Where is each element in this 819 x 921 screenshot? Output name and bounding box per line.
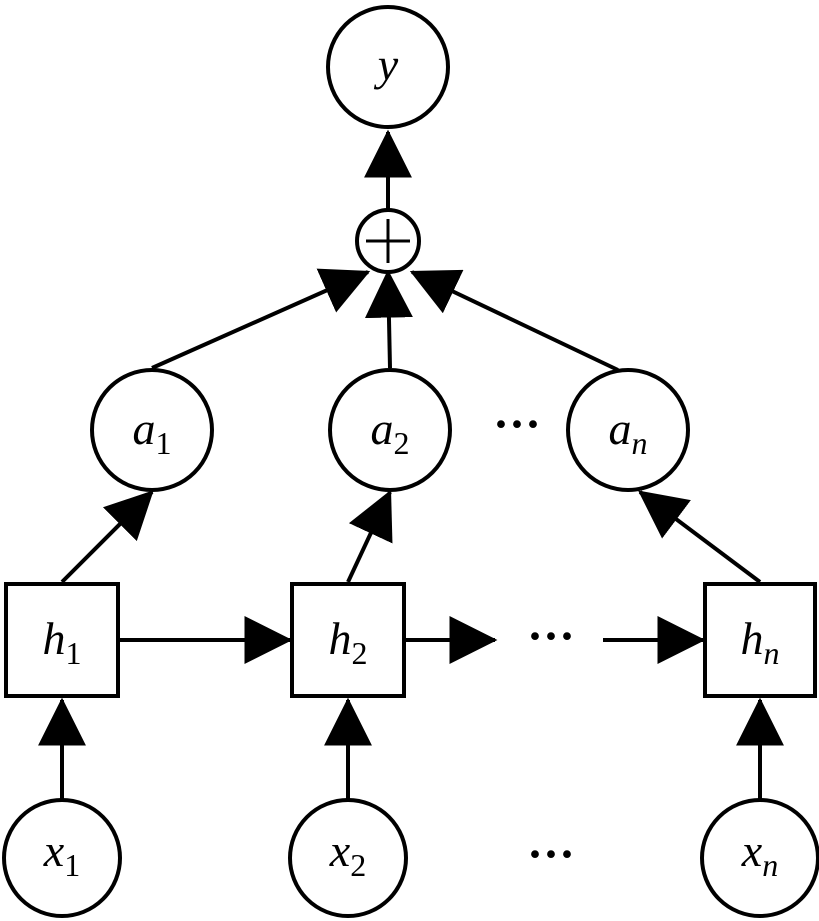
node-h1: h1 — [4, 582, 120, 698]
node-h2-label: h — [329, 613, 352, 664]
edge-an-sum — [409, 269, 619, 372]
node-xn-sub: n — [762, 847, 778, 883]
svg-text:h1: h1 — [43, 613, 82, 671]
svg-text:hn: hn — [741, 613, 780, 671]
edge-hn-an — [638, 490, 762, 584]
node-hn-label: h — [741, 613, 764, 664]
edge-h2-a2 — [346, 489, 393, 583]
node-x1: x1 — [2, 798, 122, 918]
ellipsis-hidden-row: ··· — [527, 610, 575, 663]
svg-text:y: y — [374, 39, 399, 90]
ellipsis-attention-row: ··· — [493, 398, 541, 451]
node-an-label: a — [609, 403, 632, 454]
svg-text:a1: a1 — [133, 403, 172, 461]
node-x2-label: x — [329, 825, 351, 876]
svg-text:h2: h2 — [329, 613, 368, 671]
svg-text:a2: a2 — [371, 403, 410, 461]
node-a2-sub: 2 — [394, 425, 410, 461]
svg-text:x1: x1 — [43, 825, 80, 883]
node-xn-label: x — [741, 825, 763, 876]
node-y-label: y — [374, 39, 399, 90]
edge-a1-sum — [151, 268, 371, 370]
node-an-sub: n — [632, 425, 648, 461]
node-y: y — [326, 5, 450, 129]
svg-text:xn: xn — [741, 825, 778, 883]
node-h1-label: h — [43, 613, 66, 664]
sum-node: + — [355, 208, 421, 274]
node-x2-sub: 2 — [350, 847, 366, 883]
node-x1-sub: 1 — [64, 847, 80, 883]
edge-a2-sum — [364, 269, 413, 369]
node-xn: xn — [700, 798, 819, 918]
node-h2-sub: 2 — [352, 635, 368, 671]
node-a2: a2 — [328, 368, 452, 492]
node-x1-label: x — [43, 825, 65, 876]
svg-text:an: an — [609, 403, 648, 461]
edge-h1-a1 — [60, 490, 154, 584]
node-a1-sub: 1 — [156, 425, 172, 461]
node-h2: h2 — [290, 582, 406, 698]
node-h1-sub: 1 — [66, 635, 82, 671]
node-hn-sub: n — [764, 635, 780, 671]
node-x2: x2 — [288, 798, 408, 918]
node-a1: a1 — [90, 368, 214, 492]
svg-text:x2: x2 — [329, 825, 366, 883]
node-an: an — [566, 368, 690, 492]
node-hn: hn — [703, 582, 817, 698]
ellipsis-input-row: ··· — [527, 828, 575, 881]
node-a2-label: a — [371, 403, 394, 454]
node-a1-label: a — [133, 403, 156, 454]
